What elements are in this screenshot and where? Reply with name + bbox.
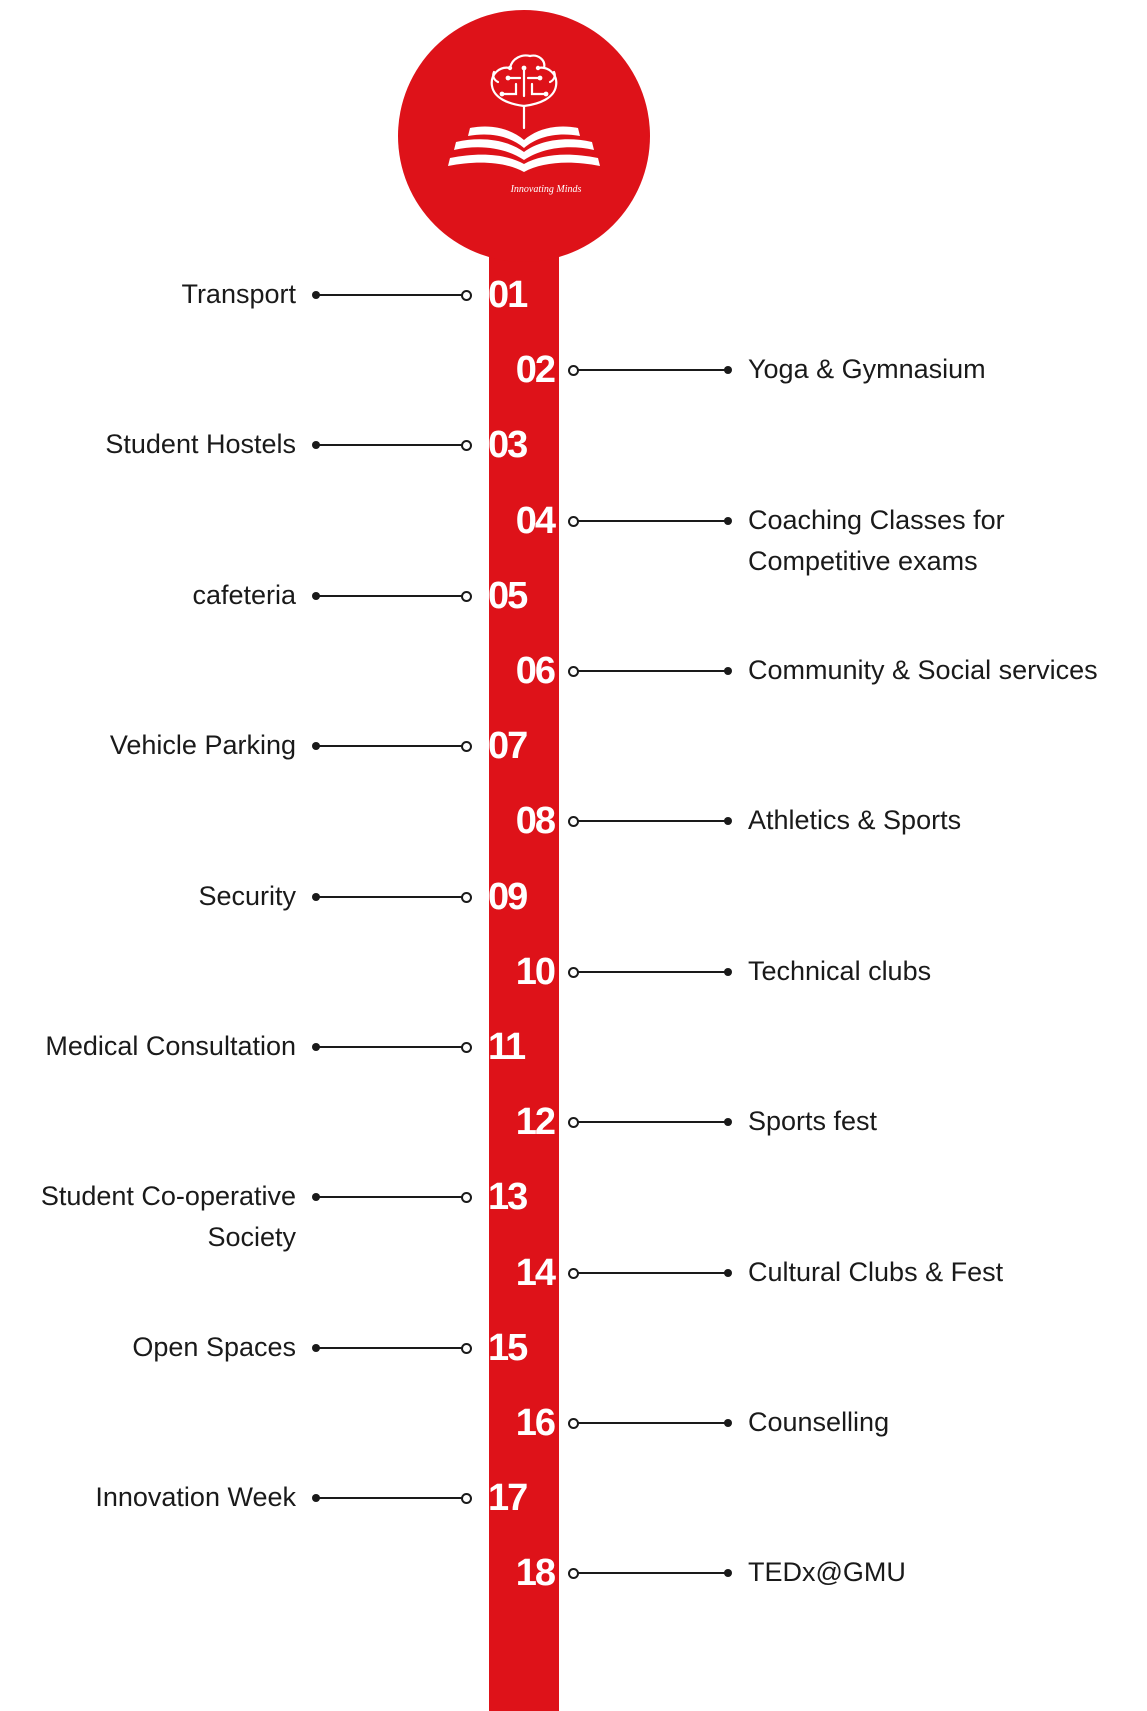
item-number: 11 (488, 1026, 526, 1068)
connector-line (568, 665, 732, 677)
item-label: Open Spaces (132, 1331, 296, 1362)
connector-start-dot (461, 440, 472, 452)
connector-line (312, 439, 472, 452)
connector-start-dot (461, 1342, 472, 1354)
item-label: Security (198, 880, 296, 911)
connector-start-dot (568, 1418, 579, 1429)
connector-line (568, 1267, 732, 1279)
item-label: Yoga & Gymnasium (748, 354, 986, 385)
connector-start-dot (568, 515, 579, 527)
item-label: TEDx@GMU (748, 1557, 906, 1588)
item-label: Transport (181, 279, 296, 309)
connector-end-dot (724, 516, 732, 525)
item-number: 12 (515, 1101, 556, 1144)
item-label: Community & Social services (748, 655, 1098, 685)
connector-start-dot (568, 1568, 579, 1580)
connector-end-dot (312, 1043, 320, 1051)
connector-line (312, 740, 472, 753)
item-number: 13 (488, 1176, 528, 1219)
connector-end-dot (312, 1193, 320, 1202)
connector-start-dot (568, 966, 579, 978)
item-number: 17 (488, 1477, 528, 1520)
item-number: 02 (515, 349, 556, 392)
connector-end-dot (724, 1118, 732, 1127)
connector-end-dot (724, 1268, 732, 1277)
connector-start-dot (461, 1042, 472, 1053)
connector-line (312, 891, 472, 903)
connector-line (568, 1116, 732, 1129)
item-number: 04 (515, 499, 556, 542)
connector-line (312, 1342, 472, 1354)
connector-line (568, 364, 732, 377)
item-number: 01 (488, 274, 528, 316)
connector-start-dot (568, 666, 579, 677)
connector-line (312, 1041, 472, 1053)
item-number: 03 (488, 424, 528, 467)
connector-line (568, 815, 732, 828)
item-label: Innovation Week (95, 1482, 296, 1513)
connector-start-dot (568, 365, 579, 377)
connector-end-dot (312, 291, 320, 299)
timeline-spine (489, 240, 559, 1711)
connector-end-dot (724, 366, 732, 375)
item-number: 06 (515, 650, 556, 692)
connector-end-dot (312, 441, 320, 450)
connector-end-dot (312, 591, 320, 600)
item-number: 14 (515, 1251, 556, 1294)
tree-book-logo-icon: Innovating Minds (448, 54, 600, 195)
connector-start-dot (461, 590, 472, 602)
connector-start-dot (568, 1117, 579, 1129)
item-label: cafeteria (192, 579, 296, 610)
item-number: 16 (515, 1402, 556, 1444)
connector-start-dot (461, 290, 472, 301)
item-label: Sports fest (748, 1106, 878, 1137)
connector-line (568, 515, 732, 527)
item-label: Counselling (748, 1407, 890, 1437)
item-label: Technical clubs (748, 955, 932, 986)
connector-end-dot (312, 742, 320, 751)
logo-badge: Innovating Minds (398, 10, 650, 262)
connector-start-dot (568, 816, 579, 828)
item-label: Athletics & Sports (748, 805, 962, 836)
item-label: Cultural Clubs & Fest (748, 1256, 1004, 1287)
item-number: 05 (488, 574, 528, 617)
item-number: 09 (488, 875, 528, 918)
connector-end-dot (312, 1494, 320, 1503)
connector-end-dot (312, 1343, 320, 1352)
connector-start-dot (461, 1493, 472, 1505)
connector-line (568, 966, 732, 978)
connector-line (312, 590, 472, 602)
item-number: 18 (515, 1552, 556, 1595)
connector-line (312, 1191, 472, 1204)
item-number: 08 (515, 800, 556, 843)
connector-line (568, 1567, 732, 1580)
connector-start-dot (461, 1192, 472, 1204)
item-number: 07 (488, 725, 528, 768)
connector-start-dot (461, 741, 472, 753)
item-number: 10 (515, 950, 556, 993)
connector-end-dot (724, 817, 732, 826)
connector-line (312, 289, 472, 301)
item-label: Medical Consultation (45, 1031, 296, 1061)
connector-end-dot (724, 667, 732, 675)
connector-start-dot (568, 1267, 579, 1279)
item-label: Vehicle Parking (109, 730, 296, 761)
connector-line (312, 1492, 472, 1505)
connector-end-dot (724, 1569, 732, 1578)
item-number: 15 (488, 1326, 528, 1369)
connector-end-dot (724, 967, 732, 976)
connector-end-dot (724, 1419, 732, 1427)
connector-end-dot (312, 892, 320, 901)
logo-tagline: Innovating Minds (510, 184, 582, 195)
connector-line (568, 1417, 732, 1429)
connector-start-dot (461, 891, 472, 903)
item-label: Student Hostels (105, 429, 296, 460)
